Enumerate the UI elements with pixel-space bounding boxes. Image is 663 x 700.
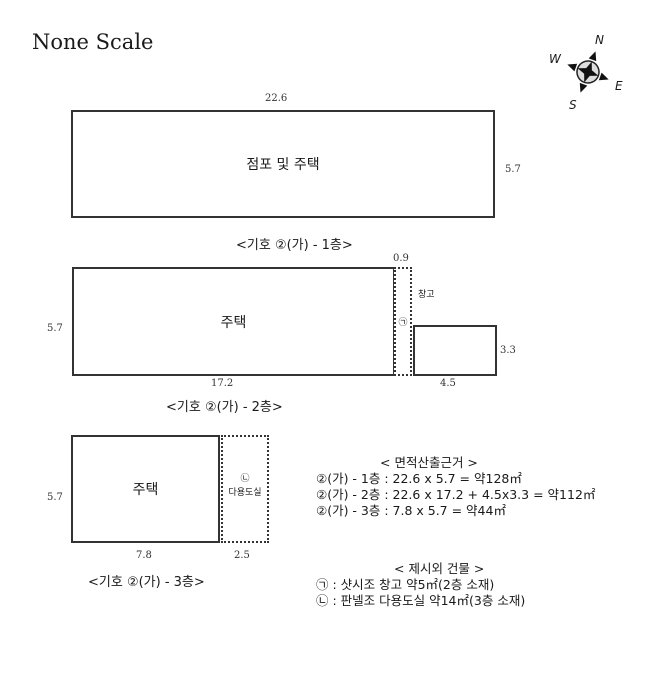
area-calc-line-1: ②(가) - 1층 : 22.6 x 5.7 = 약128㎡ (316, 471, 522, 486)
floor2-small-height-dim: 3.3 (500, 345, 516, 356)
floor2-height-dim: 5.7 (47, 323, 63, 334)
floor1-height-dim: 5.7 (505, 164, 521, 175)
floor2-small-width-dim: 4.5 (440, 378, 456, 389)
extra-buildings-line-1: ㉠ : 샷시조 창고 약5㎡(2층 소재) (316, 577, 495, 592)
floor3-label: 주택 (132, 482, 159, 498)
floor3-width-dim: 7.8 (136, 550, 152, 561)
floor2-annex-label: 창고 (418, 290, 435, 300)
floor3-height-dim: 5.7 (47, 492, 63, 503)
scale-title: None Scale (32, 30, 154, 54)
floor3-annex-marker: ㉡ (240, 474, 250, 484)
floor3-annex-utility-room: ㉡ 다용도실 (221, 435, 269, 543)
compass-s: S (569, 98, 577, 112)
compass-rose-icon: N E S W (548, 32, 628, 112)
floor1-building: 점포 및 주택 (71, 110, 495, 218)
floor1-label: 점포 및 주택 (246, 157, 320, 173)
floor2-annex-width-dim: 0.9 (393, 253, 409, 264)
floor2-width-dim: 17.2 (211, 378, 234, 389)
floor1-caption: <기호 ②(가) - 1층> (236, 238, 353, 253)
extra-buildings-line-2: ㉡ : 판넬조 다용도실 약14㎡(3층 소재) (316, 593, 526, 608)
floor2-building: 주택 (72, 267, 395, 376)
area-calc-line-3: ②(가) - 3층 : 7.8 x 5.7 = 약44㎡ (316, 503, 506, 518)
compass-n: N (595, 33, 604, 47)
compass-w: W (549, 52, 561, 66)
floor3-annex-width-dim: 2.5 (234, 550, 250, 561)
floor2-annex-marker: ㉠ (398, 318, 408, 328)
floor1-width-dim: 22.6 (265, 93, 288, 104)
floor3-building: 주택 (71, 435, 220, 543)
floor2-annex-storage: ㉠ (394, 267, 412, 376)
extra-buildings-header: < 제시외 건물 > (394, 561, 485, 576)
floor3-annex-label: 다용도실 (228, 488, 262, 498)
floor2-small-building (413, 325, 497, 376)
area-calc-header: < 면적산출근거 > (380, 455, 478, 470)
floor2-label: 주택 (220, 314, 247, 331)
compass-e: E (615, 79, 623, 93)
floor2-caption: <기호 ②(가) - 2층> (166, 400, 283, 415)
area-calc-line-2: ②(가) - 2층 : 22.6 x 17.2 + 4.5x3.3 = 약112… (316, 487, 596, 502)
floor3-caption: <기호 ②(가) - 3층> (88, 575, 205, 590)
